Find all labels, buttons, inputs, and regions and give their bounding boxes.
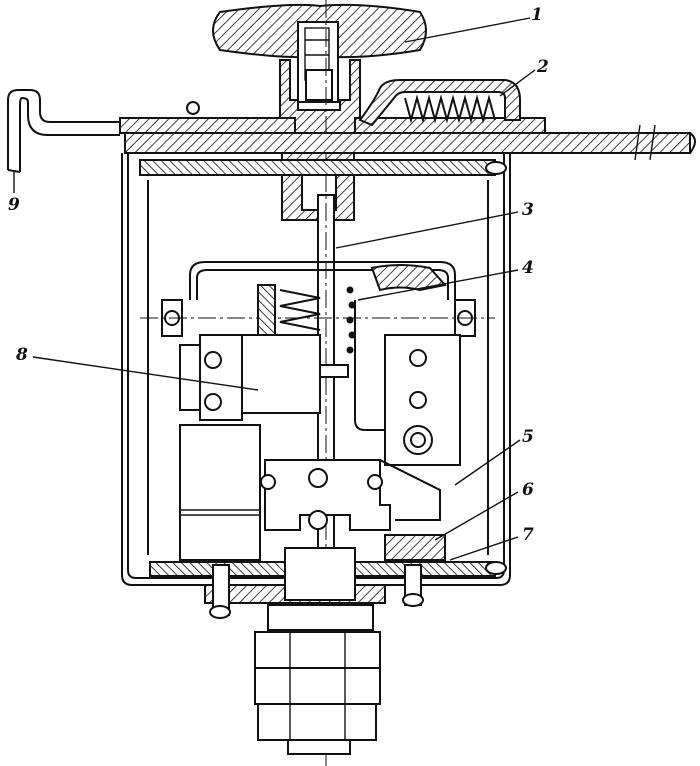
contact-spring: [257, 284, 356, 354]
leader-6: [434, 491, 519, 541]
callout-2: 2: [536, 57, 549, 77]
leader-8: [32, 356, 259, 391]
callout-6: 6: [522, 480, 534, 500]
terminal-nuts: [254, 547, 381, 755]
spring-cap: [358, 79, 521, 127]
right-terminal-block: [354, 300, 461, 466]
lower-contact-block: [179, 424, 446, 561]
leader-3: [335, 211, 519, 249]
callout-labels: 1 2 3 4 5 6 7 8 9: [8, 5, 549, 545]
callout-5: 5: [522, 427, 534, 447]
cover-plate: [119, 101, 696, 161]
callout-7: 7: [522, 525, 534, 545]
hook-wire: [7, 89, 120, 173]
callout-1: 1: [531, 5, 543, 25]
callout-4: 4: [522, 258, 534, 278]
housing: [121, 153, 511, 586]
leader-2: [499, 69, 536, 97]
callout-9: 9: [8, 195, 20, 215]
left-terminal-block: [179, 334, 321, 421]
callout-8: 8: [15, 345, 28, 365]
leader-1: [404, 17, 531, 43]
leader-5: [454, 439, 521, 486]
contact-bracket: [140, 261, 495, 337]
leader-4: [357, 269, 519, 301]
callout-3: 3: [522, 200, 534, 220]
leader-7: [449, 536, 519, 561]
leader-lines: [13, 17, 536, 561]
